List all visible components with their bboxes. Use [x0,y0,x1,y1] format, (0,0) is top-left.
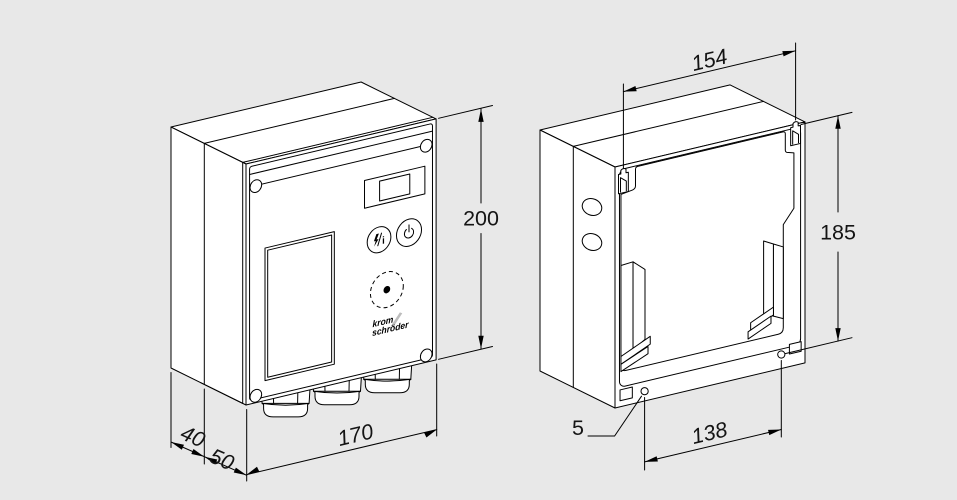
rim-inner-edge [619,127,800,388]
top-strip-line-2 [250,144,433,187]
dim-label-mount-height: 185 [820,221,856,245]
rear-open-face [614,121,806,409]
optical-interface-dot [383,285,391,294]
front-panel: i krom schröder [250,123,433,403]
optical-interface [370,268,403,311]
latch-clip [620,387,632,401]
support-bracket-right [748,236,783,339]
display-window [380,174,410,201]
rear-top-seam-line [572,100,764,147]
reset-info-button: i [367,224,391,255]
knockout-oval [580,231,605,254]
reset-info-icon: i [373,232,385,247]
corner-screw [420,138,432,153]
optical-interface-dashed-circle [370,268,403,311]
display-frame [365,166,425,208]
mounting-hole-right [778,351,785,358]
door-inner-frame [250,123,433,400]
interior-floor-outline [621,129,794,371]
corner-screw [250,178,262,193]
support-bracket-left [621,258,650,372]
dimension-hole-diameter-5: 5 [572,395,642,440]
viewing-window-inner [268,235,332,377]
corner-screw [250,388,262,403]
power-button [396,216,421,249]
wall-bottom-bevel-line [200,382,244,404]
corner-screw [420,348,432,363]
rear-open-view: 154 185 138 5 [539,42,856,471]
top-strip-line-1 [250,131,433,174]
left-wall [170,126,247,406]
info-glyph: i [382,235,385,247]
dimension-mount-height-185: 185 [784,111,856,355]
rear-interior [618,121,800,373]
front-face [245,118,437,406]
top-seam-line [203,97,395,144]
rear-left-wall [539,129,616,409]
mounting-hook [791,121,801,146]
mounting-hole-left [641,388,648,395]
power-icon [404,224,413,239]
viewing-window [265,232,334,381]
logo-flash-icon [391,312,403,327]
logo-line-1: krom [373,314,394,329]
dimension-height-200: 200 [438,105,499,360]
knockout-oval [580,196,605,219]
dim-label-height: 200 [463,207,499,231]
top-bevel-line [242,116,434,163]
front-isometric-view: i krom schröder [170,81,499,482]
mounting-hook [618,167,628,193]
dim-label-hole-diameter: 5 [572,416,584,440]
